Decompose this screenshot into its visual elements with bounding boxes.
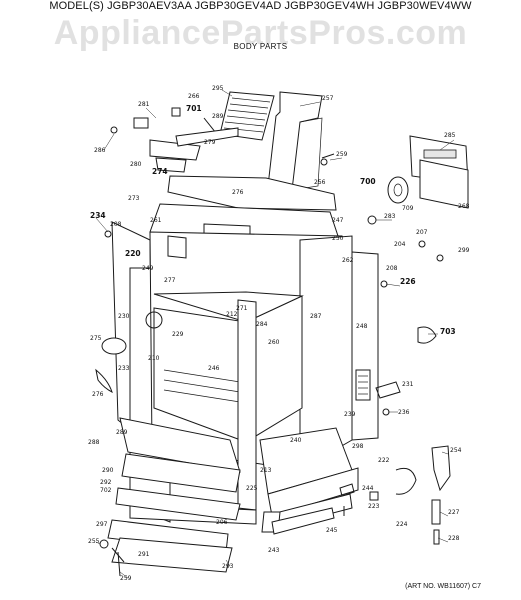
part-callout-number: 246 xyxy=(208,365,220,372)
part-callout-number: 228 xyxy=(448,535,460,542)
part-callout-number: 236 xyxy=(398,409,410,416)
part-callout-number: 247 xyxy=(332,217,344,224)
part-callout-number: 230 xyxy=(118,313,130,320)
part-callout-number: 266 xyxy=(188,93,200,100)
part-callout-number: 261 xyxy=(150,217,162,224)
part-callout-number: 281 xyxy=(138,101,150,108)
part-callout-number: 286 xyxy=(94,147,106,154)
part-callout-number: 245 xyxy=(326,527,338,534)
part-callout-number: 280 xyxy=(130,161,142,168)
part-callout-number: 207 xyxy=(416,229,428,236)
part-callout-number: 210 xyxy=(148,355,160,362)
part-callout-number: 226 xyxy=(400,277,416,286)
part-callout-number: 248 xyxy=(356,323,368,330)
part-callout-number: 271 xyxy=(236,305,248,312)
disk-part xyxy=(387,176,409,204)
part-callout-number: 299 xyxy=(458,247,470,254)
part-callout-number: 222 xyxy=(378,457,390,464)
rear-plate xyxy=(409,135,469,209)
part-callout-number: 254 xyxy=(450,447,462,454)
part-callout-number: 240 xyxy=(290,437,302,444)
art-number: (ART NO. WB11607) C7 xyxy=(405,583,481,590)
part-callout-number: 292 xyxy=(100,479,112,486)
part-callout-number: 257 xyxy=(322,95,334,102)
part-callout-number: 231 xyxy=(402,381,414,388)
part-callout-number: 293 xyxy=(222,563,234,570)
burner-bracket-assembly xyxy=(133,107,221,173)
watermark: AppliancePartsPros.com xyxy=(53,14,468,52)
callout-labels: 295 257 266 281 701 289 286 279 280 274 … xyxy=(88,85,470,582)
part-callout-number: 259 xyxy=(336,151,348,158)
part-callout-number: 276 xyxy=(232,189,244,196)
part-callout-number: 289 xyxy=(116,429,128,436)
part-callout-number: 239 xyxy=(344,411,356,418)
part-callout-number: 227 xyxy=(448,509,460,516)
range-cabinet xyxy=(95,221,379,573)
part-callout-number: 283 xyxy=(384,213,396,220)
part-callout-number: 220 xyxy=(125,249,141,258)
model-list: MODEL(S) JGBP30AEV3AA JGBP30GEV4AD JGBP3… xyxy=(49,0,472,12)
part-callout-number: 709 xyxy=(402,205,414,212)
part-callout-number: 206 xyxy=(216,519,228,526)
part-callout-number: 276 xyxy=(92,391,104,398)
part-callout-number: 291 xyxy=(138,551,150,558)
fasteners xyxy=(104,126,444,416)
part-callout-number: 223 xyxy=(368,503,380,510)
section-title: BODY PARTS xyxy=(233,42,288,51)
part-callout-number: 295 xyxy=(212,85,224,92)
part-callout-number: 256 xyxy=(314,179,326,186)
part-callout-number: 213 xyxy=(260,467,272,474)
part-callout-number: 229 xyxy=(172,331,184,338)
part-callout-number: 702 xyxy=(100,487,112,494)
part-callout-number: 298 xyxy=(352,443,364,450)
part-callout-number: 700 xyxy=(360,177,376,186)
part-callout-number: 233 xyxy=(118,365,130,372)
part-callout-number: 297 xyxy=(96,521,108,528)
part-callout-number: 225 xyxy=(246,485,258,492)
part-callout-number: 244 xyxy=(362,485,374,492)
part-callout-number: 268 xyxy=(458,203,470,210)
part-callout-number: 274 xyxy=(152,167,168,176)
part-callout-number: 212 xyxy=(226,311,238,318)
part-callout-number: 285 xyxy=(444,132,456,139)
part-callout-number: 224 xyxy=(396,521,408,528)
part-callout-number: 250 xyxy=(332,235,344,242)
part-callout-number: 289 xyxy=(212,113,224,120)
part-callout-number: 273 xyxy=(128,195,140,202)
part-callout-number: 243 xyxy=(268,547,280,554)
part-callout-number: 288 xyxy=(88,439,100,446)
loose-parts-bottom-left xyxy=(99,507,335,577)
part-callout-number: 260 xyxy=(268,339,280,346)
vent-screen xyxy=(219,91,275,141)
part-callout-number: 287 xyxy=(310,313,322,320)
vent-duct xyxy=(267,91,323,191)
part-callout-number: 290 xyxy=(102,467,114,474)
part-callout-number: 204 xyxy=(394,241,406,248)
part-callout-number: 234 xyxy=(90,211,106,220)
part-callout-number: 249 xyxy=(142,265,154,272)
part-callout-number: 275 xyxy=(90,335,102,342)
loose-parts-right xyxy=(339,326,451,545)
part-callout-number: 255 xyxy=(88,538,100,545)
part-callout-number: 277 xyxy=(164,277,176,284)
leader-lines xyxy=(95,89,455,579)
part-callout-number: 262 xyxy=(342,257,354,264)
part-callout-number: 259 xyxy=(120,575,132,582)
part-callout-number: 279 xyxy=(204,139,216,146)
part-callout-number: 208 xyxy=(110,221,122,228)
part-callout-number: 703 xyxy=(440,327,456,336)
part-callout-number: 701 xyxy=(186,104,202,113)
part-callout-number: 284 xyxy=(256,321,268,328)
part-callout-number: 208 xyxy=(386,265,398,272)
